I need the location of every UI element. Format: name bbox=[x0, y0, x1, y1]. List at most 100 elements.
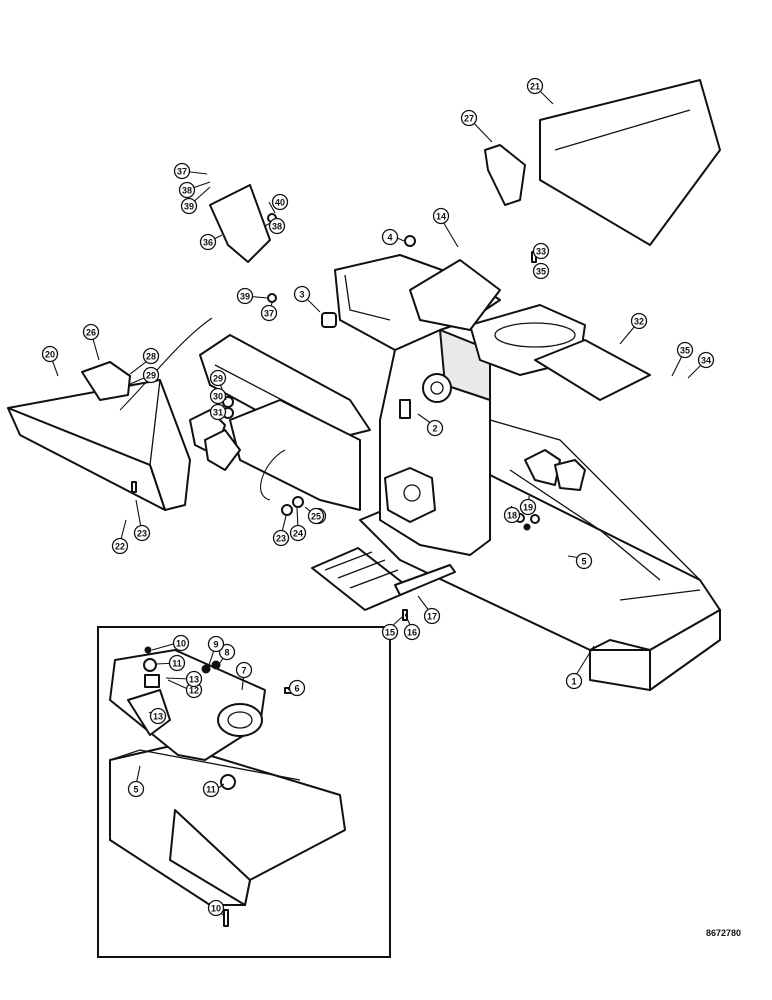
main-callouts: 1234514151617181920212223242523252627282… bbox=[41, 77, 715, 690]
inset-callout-9: 9 bbox=[207, 635, 225, 653]
svg-text:38: 38 bbox=[272, 222, 282, 232]
svg-text:22: 22 bbox=[115, 542, 125, 552]
main-callout-31: 31 bbox=[209, 403, 227, 421]
svg-text:14: 14 bbox=[436, 212, 446, 222]
main-callout-22: 22 bbox=[111, 537, 129, 555]
main-callout-36: 36 bbox=[199, 233, 217, 251]
shield-14 bbox=[409, 259, 501, 331]
svg-text:31: 31 bbox=[213, 408, 223, 418]
main-callout-30: 30 bbox=[209, 387, 227, 405]
svg-text:36: 36 bbox=[203, 238, 213, 248]
svg-text:37: 37 bbox=[177, 167, 187, 177]
svg-text:35: 35 bbox=[680, 346, 690, 356]
inset-callout-5: 5 bbox=[127, 780, 145, 798]
main-callout-39: 39 bbox=[236, 287, 254, 305]
main-callout-23: 23 bbox=[272, 529, 290, 547]
seat-latch bbox=[189, 409, 241, 471]
main-callout-38: 38 bbox=[178, 181, 196, 199]
inset-callout-13: 13 bbox=[185, 670, 203, 688]
main-frame bbox=[199, 254, 721, 691]
main-callout-37: 37 bbox=[260, 304, 278, 322]
step-17 bbox=[311, 547, 456, 611]
svg-text:23: 23 bbox=[137, 529, 147, 539]
hose-line bbox=[119, 317, 213, 411]
svg-text:26: 26 bbox=[86, 328, 96, 338]
svg-text:29: 29 bbox=[213, 374, 223, 384]
svg-text:16: 16 bbox=[407, 628, 417, 638]
right-fender bbox=[539, 79, 721, 246]
svg-text:23: 23 bbox=[276, 534, 286, 544]
svg-text:35: 35 bbox=[536, 267, 546, 277]
main-callout-27: 27 bbox=[460, 109, 478, 127]
main-callout-29: 29 bbox=[142, 366, 160, 384]
inset-callout-6: 6 bbox=[288, 679, 306, 697]
svg-text:5: 5 bbox=[581, 557, 586, 567]
svg-text:19: 19 bbox=[523, 503, 533, 513]
inset-callout-10: 10 bbox=[207, 899, 225, 917]
svg-text:21: 21 bbox=[530, 82, 540, 92]
svg-text:17: 17 bbox=[427, 612, 437, 622]
bracket-26 bbox=[81, 361, 131, 401]
svg-text:25: 25 bbox=[311, 512, 321, 522]
svg-text:8: 8 bbox=[224, 648, 229, 658]
inset-callout-8: 8 bbox=[218, 643, 236, 661]
main-callout-32: 32 bbox=[630, 312, 648, 330]
main-callout-16: 16 bbox=[403, 623, 421, 641]
main-callout-28: 28 bbox=[142, 347, 160, 365]
inset-callout-7: 7 bbox=[235, 661, 253, 679]
svg-text:9: 9 bbox=[213, 640, 218, 650]
svg-text:5: 5 bbox=[133, 785, 138, 795]
fender-bracket-27 bbox=[484, 144, 526, 206]
main-callout-14: 14 bbox=[432, 207, 450, 225]
main-callout-35: 35 bbox=[676, 341, 694, 359]
svg-text:4: 4 bbox=[387, 233, 392, 243]
svg-text:2: 2 bbox=[432, 424, 437, 434]
svg-text:38: 38 bbox=[182, 186, 192, 196]
hose-line-lower bbox=[260, 449, 286, 501]
svg-text:20: 20 bbox=[45, 350, 55, 360]
svg-text:15: 15 bbox=[385, 628, 395, 638]
svg-text:34: 34 bbox=[701, 356, 711, 366]
main-callout-20: 20 bbox=[41, 345, 59, 363]
svg-text:40: 40 bbox=[275, 198, 285, 208]
svg-text:3: 3 bbox=[299, 290, 304, 300]
main-callout-4: 4 bbox=[381, 228, 399, 246]
main-callout-17: 17 bbox=[423, 607, 441, 625]
svg-text:30: 30 bbox=[213, 392, 223, 402]
svg-text:32: 32 bbox=[634, 317, 644, 327]
svg-text:10: 10 bbox=[176, 639, 186, 649]
reference-code: 8672780 bbox=[706, 928, 741, 938]
svg-text:13: 13 bbox=[189, 675, 199, 685]
main-callout-40: 40 bbox=[271, 193, 289, 211]
main-callout-37: 37 bbox=[173, 162, 191, 180]
svg-text:13: 13 bbox=[153, 712, 163, 722]
main-callout-35: 35 bbox=[532, 262, 550, 280]
inset-detail bbox=[97, 626, 391, 958]
svg-text:27: 27 bbox=[464, 114, 474, 124]
svg-text:11: 11 bbox=[172, 659, 182, 669]
svg-text:33: 33 bbox=[536, 247, 546, 257]
svg-text:6: 6 bbox=[294, 684, 299, 694]
main-callout-24: 24 bbox=[289, 524, 307, 542]
main-callout-26: 26 bbox=[82, 323, 100, 341]
main-callout-1: 1 bbox=[565, 672, 583, 690]
main-callout-29: 29 bbox=[209, 369, 227, 387]
svg-text:24: 24 bbox=[293, 529, 303, 539]
inset-callout-11: 11 bbox=[202, 780, 220, 798]
main-callout-25: 25 bbox=[307, 507, 325, 525]
svg-text:12: 12 bbox=[189, 686, 199, 696]
main-callout-34: 34 bbox=[697, 351, 715, 369]
main-callout-39: 39 bbox=[180, 197, 198, 215]
main-callout-21: 21 bbox=[526, 77, 544, 95]
inset-callout-13: 13 bbox=[149, 707, 167, 725]
svg-text:28: 28 bbox=[146, 352, 156, 362]
svg-text:1: 1 bbox=[571, 677, 576, 687]
main-callout-2: 2 bbox=[426, 419, 444, 437]
main-callout-19: 19 bbox=[519, 498, 537, 516]
main-callout-18: 18 bbox=[503, 506, 521, 524]
svg-text:18: 18 bbox=[507, 511, 517, 521]
svg-text:11: 11 bbox=[206, 785, 216, 795]
main-callout-3: 3 bbox=[293, 285, 311, 303]
